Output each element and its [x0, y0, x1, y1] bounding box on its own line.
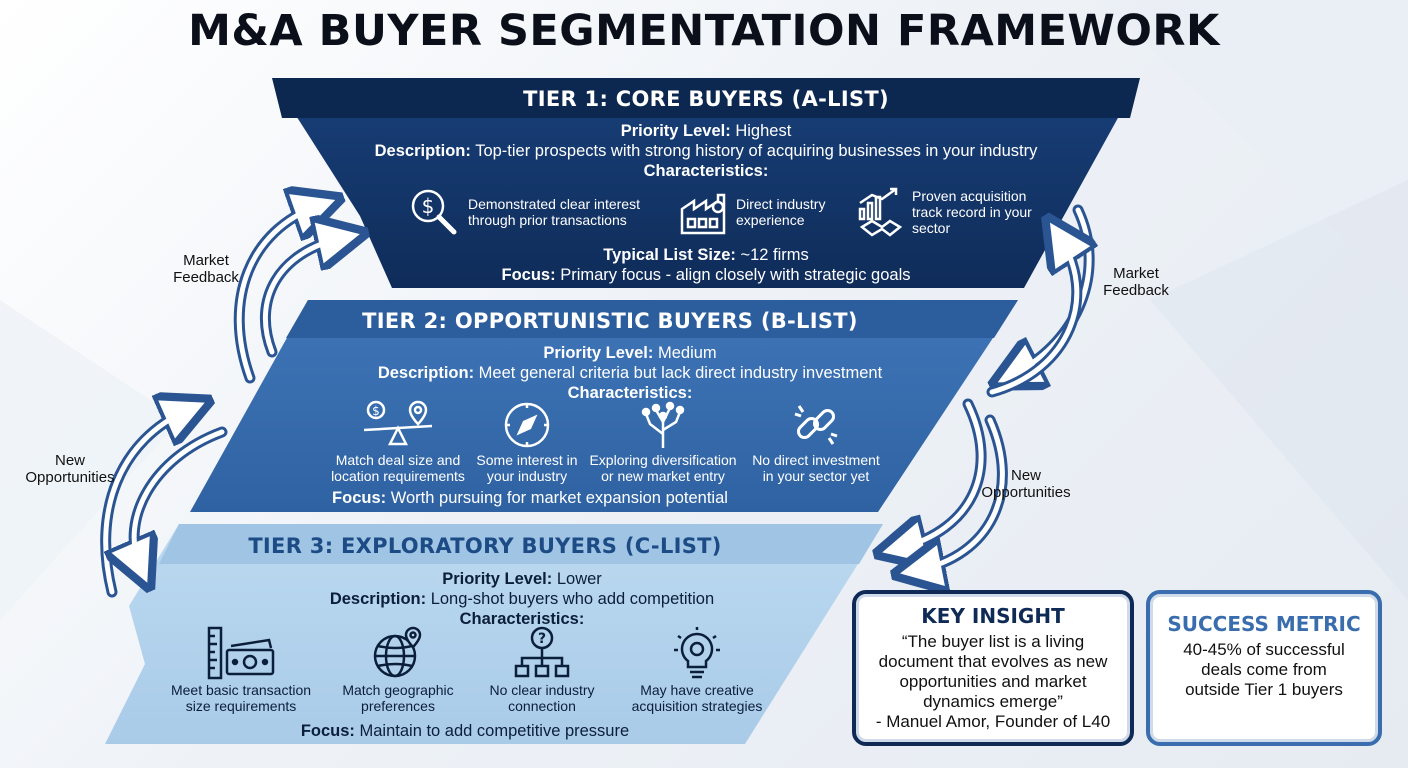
- tier-2-char-2: Some interest in your industry: [474, 400, 580, 484]
- tier-2-focus: Focus: Worth pursuing for market expansi…: [332, 489, 728, 507]
- dollar-search-icon: $: [408, 186, 460, 238]
- tier-1-char-1: $ Demonstrated clear interest through pr…: [408, 186, 658, 238]
- tier-1-title: TIER 1: CORE BUYERS (A-LIST): [523, 87, 889, 111]
- compass-icon: [502, 400, 552, 450]
- tier-3-priority: Priority Level: Lower: [442, 570, 602, 588]
- tier-3-shape: [105, 524, 883, 744]
- tier-3-char-2: Match geographic preferences: [329, 626, 467, 714]
- tier-1-characteristics-label: Characteristics:: [643, 162, 769, 180]
- svg-text:?: ?: [538, 631, 546, 647]
- right-new-opportunities-label: New Opportunities: [981, 467, 1071, 501]
- left-market-feedback-label: Market Feedback: [173, 252, 239, 286]
- tier-1-shape: [272, 78, 1140, 288]
- tier-3-focus: Focus: Maintain to add competitive press…: [300, 722, 630, 740]
- tier-1-char-3: Proven acquisition track record in your …: [856, 186, 1042, 238]
- broken-link-icon: [791, 400, 841, 450]
- key-insight-title: KEY INSIGHT: [921, 604, 1065, 628]
- tier-3-description: Description: Long-shot buyers who add co…: [329, 590, 715, 608]
- key-insight-quote: “The buyer list is a living document tha…: [878, 632, 1108, 711]
- handshake-growth-icon: [856, 187, 904, 237]
- tier-1-description: Description: Top-tier prospects with str…: [374, 142, 1038, 160]
- tier-3-char-3: ? No clear industry connection: [477, 626, 607, 714]
- tier-2-shape: [190, 300, 1018, 512]
- key-insight-box: KEY INSIGHT “The buyer list is a living …: [852, 590, 1134, 746]
- tier-2-priority: Priority Level: Medium: [543, 344, 717, 362]
- globe-pin-icon: [371, 626, 425, 680]
- tier-2-char-1: $ Match deal size and location requireme…: [328, 400, 468, 484]
- tier-2-opportunistic-buyers: TIER 2: OPPORTUNISTIC BUYERS (B-LIST) Pr…: [190, 300, 1018, 512]
- tier-3-exploratory-buyers: TIER 3: EXPLORATORY BUYERS (C-LIST) Prio…: [105, 524, 883, 744]
- success-metric-box: SUCCESS METRIC 40-45% of successful deal…: [1146, 590, 1382, 746]
- tier-1-char-2: Direct industry experience: [678, 186, 836, 238]
- factory-icon: [678, 187, 728, 237]
- lightbulb-gear-icon: [672, 626, 722, 680]
- tier-2-char-4: No direct investment in your sector yet: [746, 400, 886, 484]
- tier-2-description: Description: Meet general criteria but l…: [377, 364, 883, 382]
- success-metric-title: SUCCESS METRIC: [1167, 612, 1361, 636]
- tier-2-char-3: Exploring diversification or new market …: [586, 400, 740, 484]
- svg-text:$: $: [422, 194, 435, 218]
- question-org-chart-icon: ?: [514, 626, 570, 680]
- scale-location-icon: $: [360, 400, 436, 450]
- tier-3-title: TIER 3: EXPLORATORY BUYERS (C-LIST): [248, 534, 722, 558]
- left-new-opportunities-label: New Opportunities: [25, 452, 115, 486]
- tier-2-title: TIER 2: OPPORTUNISTIC BUYERS (B-LIST): [362, 309, 858, 333]
- tier-1-core-buyers: TIER 1: CORE BUYERS (A-LIST) Priority Le…: [272, 78, 1140, 288]
- tier-1-list-size: Typical List Size: ~12 firms: [603, 246, 809, 264]
- svg-text:$: $: [372, 404, 380, 418]
- tier-3-char-4: May have creative acquisition strategies: [617, 626, 777, 714]
- success-metric-text: 40-45% of successful deals come from out…: [1183, 640, 1345, 699]
- branching-tree-icon: [638, 400, 688, 450]
- right-market-feedback-label: Market Feedback: [1103, 265, 1169, 299]
- tier-2-characteristics-label: Characteristics:: [567, 384, 693, 402]
- tier-3-characteristics-label: Characteristics:: [459, 610, 585, 628]
- tier-1-focus: Focus: Primary focus - align closely wit…: [501, 266, 911, 284]
- ruler-cash-icon: [205, 626, 277, 680]
- page-title: M&A BUYER SEGMENTATION FRAMEWORK: [188, 6, 1220, 56]
- key-insight-attribution: - Manuel Amor, Founder of L40: [875, 712, 1111, 731]
- tier-1-priority: Priority Level: Highest: [620, 122, 792, 140]
- tier-3-char-1: Meet basic transaction size requirements: [163, 626, 319, 714]
